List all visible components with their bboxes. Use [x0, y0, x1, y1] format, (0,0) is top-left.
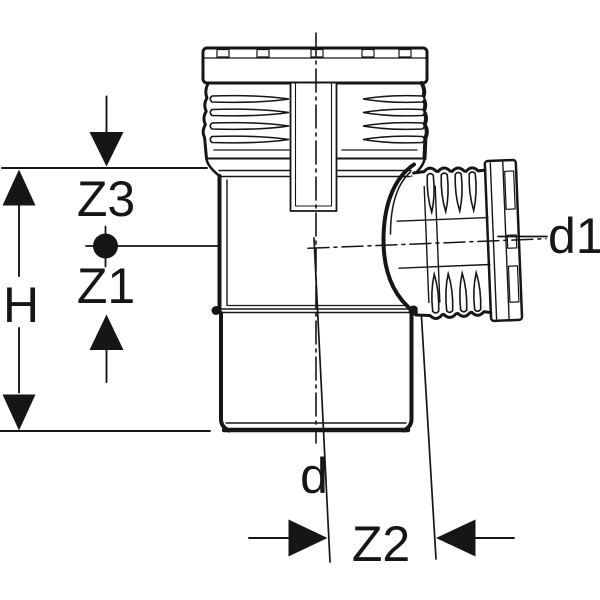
lower-pipe-right-wall	[401, 311, 414, 433]
branch-bell-curve	[381, 162, 416, 314]
branch-bottom-profile	[414, 310, 493, 320]
axis-reference-dot	[85, 225, 219, 268]
fitting-body	[211, 174, 419, 316]
top-socket-right-profile	[419, 81, 429, 161]
label-d1: d1	[548, 208, 600, 264]
z2-arrow-left	[288, 519, 328, 557]
dim-z2	[248, 519, 515, 557]
dimensions	[0, 95, 548, 563]
dim-h	[2, 169, 36, 431]
top-socket-left-profile	[201, 81, 210, 160]
extension-line-branch-slanted	[420, 316, 437, 560]
branch-top-profile	[412, 166, 487, 175]
top-socket	[201, 46, 429, 212]
z1-arrow	[89, 314, 124, 350]
h-arrow-bottom	[2, 394, 36, 431]
top-socket-flange	[205, 149, 426, 178]
centerlines	[307, 32, 547, 444]
label-d: d	[300, 448, 328, 504]
lower-pipe-left-wall	[219, 311, 231, 433]
step-knob-left	[211, 306, 221, 315]
label-z3: Z3	[77, 171, 135, 227]
branch-ribs	[426, 171, 482, 314]
extension-line-axis-slanted	[313, 237, 331, 563]
top-socket-cap	[201, 46, 429, 85]
z2-arrow-right	[436, 519, 476, 557]
dimension-labels: Z3 Z1 H d Z2 d1	[3, 171, 600, 572]
z3-arrow	[89, 132, 124, 167]
branch-axis-centerline	[307, 237, 547, 250]
h-arrow-top	[2, 169, 36, 206]
label-h: H	[3, 277, 39, 333]
label-z2: Z2	[352, 516, 410, 572]
dim-z1	[89, 314, 124, 383]
top-socket-ribs	[209, 94, 426, 144]
top-socket-bore-slot	[289, 82, 338, 212]
top-socket-cap-notches	[216, 48, 412, 58]
dim-z3	[89, 95, 124, 167]
label-z1: Z1	[77, 258, 135, 314]
